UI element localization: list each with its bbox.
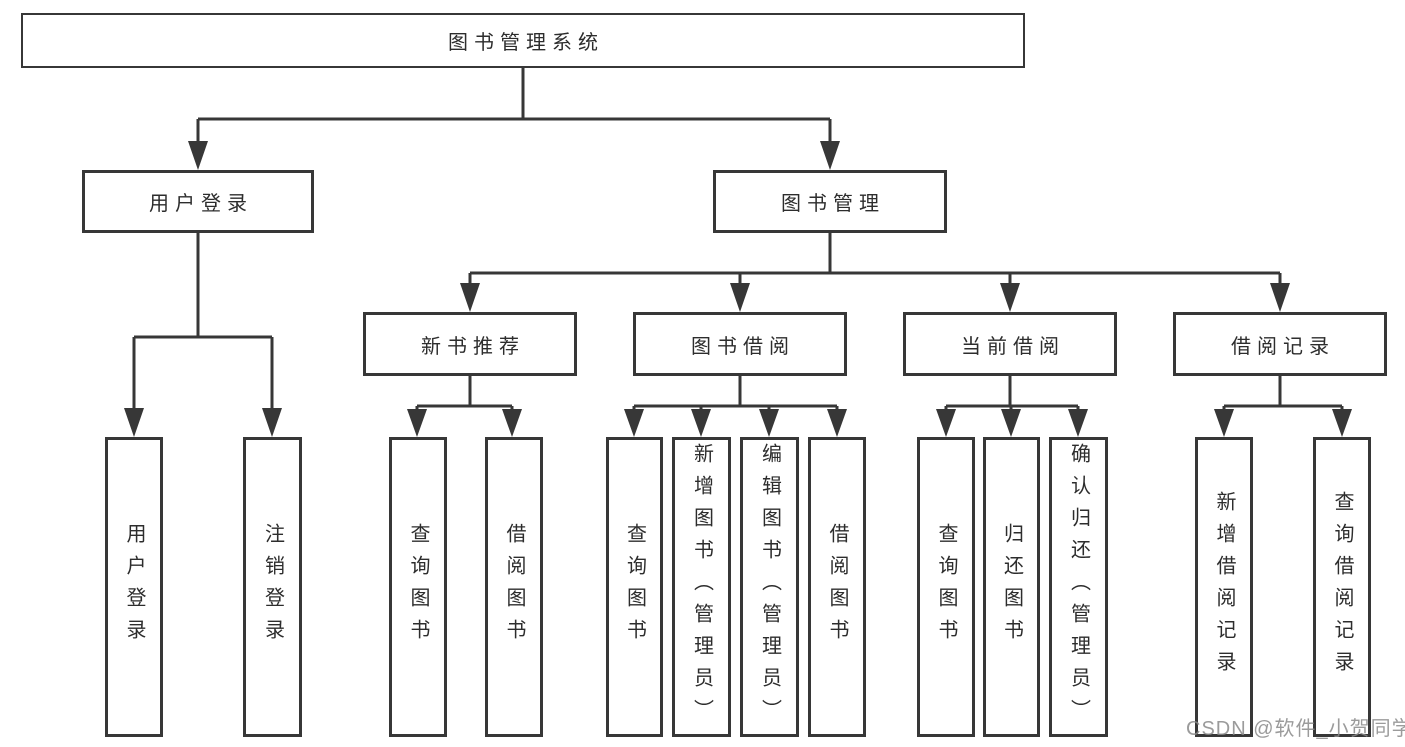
arrowhead <box>188 141 208 170</box>
arrowhead <box>820 141 840 170</box>
connector-user-login-branch <box>124 233 282 437</box>
arrowhead <box>936 409 956 437</box>
node-label: 用户登录 <box>123 523 145 651</box>
arrowhead <box>1332 409 1352 437</box>
node-label: 新增图书（管理员） <box>690 443 713 731</box>
node-user-login: 用户登录 <box>82 170 314 233</box>
node-current-borrow: 当前借阅 <box>903 312 1117 376</box>
csdn-watermark: CSDN @软件_小贺同学 <box>1186 718 1405 740</box>
node-label: 用户登录 <box>149 193 253 215</box>
node-label: 注销登录 <box>261 523 284 651</box>
node-label: 新书推荐 <box>421 335 525 358</box>
arrowhead <box>124 408 144 437</box>
node-label: 借阅图书 <box>503 523 525 651</box>
node-label: 当前借阅 <box>961 335 1065 358</box>
leaf-confirm-return-admin: 确认归还（管理员） <box>1049 437 1108 737</box>
node-label: 编辑图书（管理员） <box>758 443 781 731</box>
leaf-edit-books-admin: 编辑图书（管理员） <box>740 437 799 737</box>
arrowhead <box>1068 409 1088 437</box>
leaf-borrow-books-2: 借阅图书 <box>808 437 866 737</box>
arrowhead <box>460 283 480 312</box>
leaf-user-login: 用户登录 <box>105 437 163 737</box>
arrowhead <box>407 409 427 437</box>
node-root-system: 图书管理系统 <box>21 13 1025 68</box>
arrowhead <box>1214 409 1234 437</box>
node-borrow-record: 借阅记录 <box>1173 312 1387 376</box>
node-label: 新增借阅记录 <box>1213 491 1235 683</box>
arrowhead <box>1270 283 1290 312</box>
node-label: 查询图书 <box>623 523 646 651</box>
leaf-add-books-admin: 新增图书（管理员） <box>672 437 731 737</box>
node-label: 借阅记录 <box>1231 335 1335 358</box>
connector-current-borrow-group <box>936 376 1088 437</box>
connector-new-book-group <box>407 376 522 437</box>
leaf-logout: 注销登录 <box>243 437 302 737</box>
connector-root-to-level2 <box>188 68 840 170</box>
leaf-query-books-2: 查询图书 <box>606 437 663 737</box>
arrowhead <box>1001 409 1021 437</box>
node-book-borrow: 图书借阅 <box>633 312 847 376</box>
node-label: 图书管理系统 <box>448 32 604 54</box>
node-label: 查询借阅记录 <box>1331 491 1353 683</box>
leaf-borrow-books-1: 借阅图书 <box>485 437 543 737</box>
node-label: 查询图书 <box>935 523 957 651</box>
node-label: 图书借阅 <box>691 335 795 358</box>
node-label: 查询图书 <box>407 523 429 651</box>
leaf-query-books-3: 查询图书 <box>917 437 975 737</box>
arrowhead <box>730 283 750 312</box>
arrowhead <box>1000 283 1020 312</box>
leaf-return-books: 归还图书 <box>983 437 1040 737</box>
node-label: 借阅图书 <box>826 523 848 651</box>
arrowhead <box>624 409 644 437</box>
arrowhead <box>691 409 711 437</box>
node-label: 归还图书 <box>1000 523 1023 651</box>
arrowhead <box>827 409 847 437</box>
connector-borrow-record-group <box>1214 376 1352 437</box>
leaf-add-borrow-record: 新增借阅记录 <box>1195 437 1253 737</box>
arrowhead <box>759 409 779 437</box>
leaf-query-books-1: 查询图书 <box>389 437 447 737</box>
leaf-query-borrow-record: 查询借阅记录 <box>1313 437 1371 737</box>
connector-book-borrow-group <box>624 376 847 437</box>
arrowhead <box>502 409 522 437</box>
node-book-management: 图书管理 <box>713 170 947 233</box>
arrowhead <box>262 408 282 437</box>
node-new-book-recommend: 新书推荐 <box>363 312 577 376</box>
node-label: 图书管理 <box>781 193 885 215</box>
node-label: 确认归还（管理员） <box>1067 443 1090 731</box>
connector-book-mgmt-branch <box>460 233 1290 312</box>
